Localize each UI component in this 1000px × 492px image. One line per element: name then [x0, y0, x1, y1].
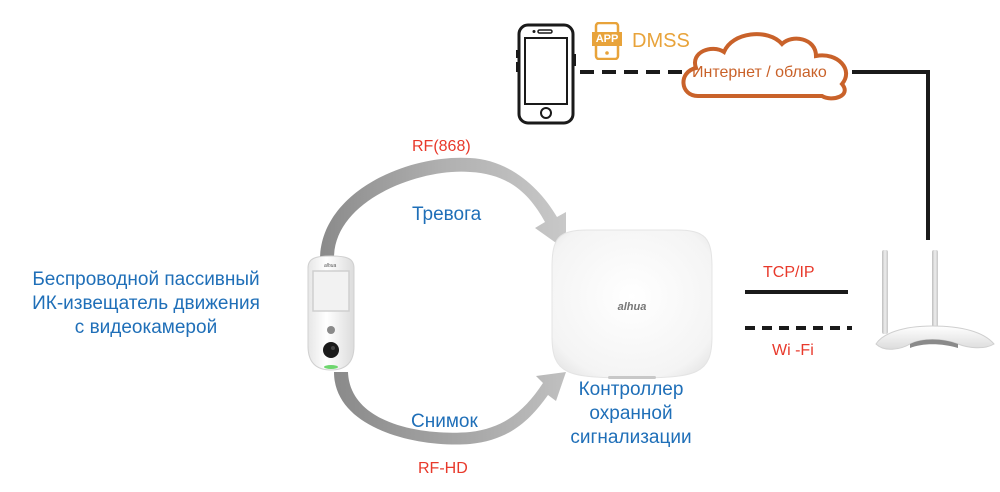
svg-text:alhua: alhua [618, 301, 647, 313]
detector-label: Беспроводной пассивный ИК-извещатель дви… [6, 268, 286, 340]
controller-label-line: охранной [589, 403, 673, 424]
cloud-icon [681, 32, 849, 101]
app-icon-label: APP [595, 33, 619, 45]
controller-label-line: Контроллер [578, 379, 684, 400]
snapshot-link-label: Снимок [411, 411, 478, 432]
wifi-router-image [875, 250, 995, 350]
controller-label-line: сигнализации [570, 427, 692, 448]
alarm-arrow [320, 157, 566, 258]
tcpip-label: TCP/IP [763, 264, 815, 281]
wifi-label: Wi -Fi [772, 342, 814, 359]
app-icon: APP [592, 21, 622, 61]
app-name: DMSS [632, 30, 690, 52]
detector-label-line: с видеокамерой [74, 317, 218, 338]
alarm-controller-hub-image: alhua [551, 229, 713, 379]
snapshot-arrow [334, 372, 566, 445]
alarm-link-label: Тревога [412, 204, 482, 225]
pir-camera-detector-image: alhua [307, 255, 355, 371]
cloud-label: Интернет / облако [692, 64, 827, 81]
alarm-protocol-label: RF(868) [412, 138, 471, 155]
detector-label-line: ИК-извещатель движения [32, 293, 260, 314]
svg-text:alhua: alhua [324, 263, 336, 269]
controller-label: Контроллер охранной сигнализации [556, 378, 706, 450]
cloud-router-line [852, 70, 930, 240]
snapshot-protocol-label: RF-HD [418, 460, 468, 477]
detector-label-line: Беспроводной пассивный [32, 269, 260, 290]
smartphone-icon [516, 23, 576, 125]
